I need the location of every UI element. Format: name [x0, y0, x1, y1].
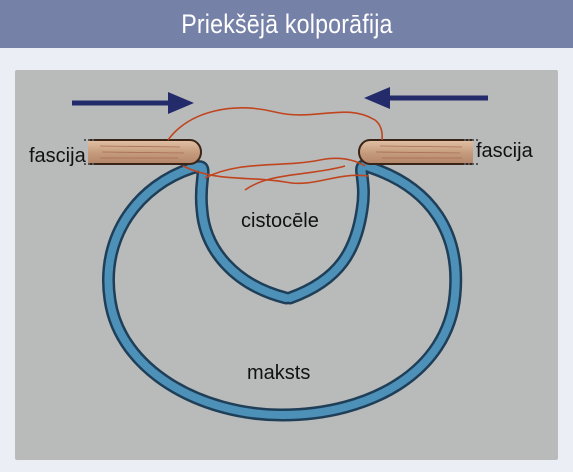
arrow-left-icon	[364, 87, 488, 109]
vagina-label: maksts	[247, 362, 311, 384]
suture-crossing-b	[204, 157, 366, 179]
page-title: Priekšējā kolporāfija	[180, 8, 393, 39]
title-bar: Priekšējā kolporāfija	[0, 0, 573, 48]
suture-upper	[167, 107, 383, 141]
fascia-left	[84, 139, 202, 165]
fascia-left-label: fascija	[29, 145, 86, 167]
cystocele-label: cistocēle	[241, 210, 319, 232]
arrow-right-icon	[72, 92, 194, 114]
fascia-right	[358, 139, 478, 165]
suture-lines	[167, 107, 383, 191]
vaginal-wall	[102, 159, 463, 422]
vaginal-wall-fill	[104, 162, 460, 419]
suture-crossing-c	[244, 165, 346, 191]
fascia-right-label: fascija	[476, 140, 533, 162]
